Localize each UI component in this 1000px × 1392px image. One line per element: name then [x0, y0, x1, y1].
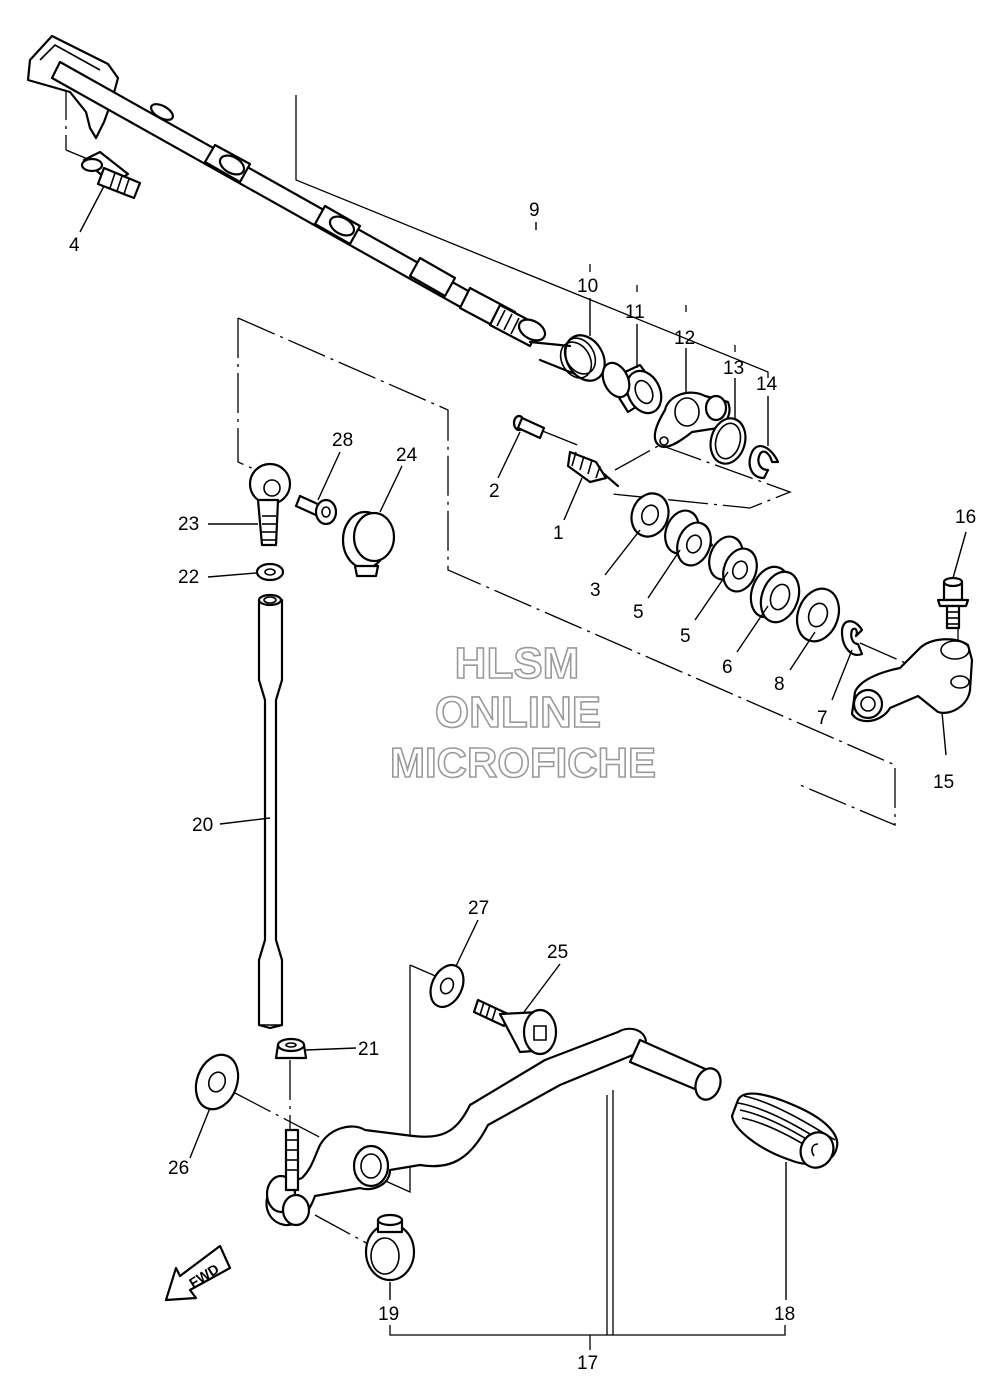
watermark-line-1: HLSM: [455, 639, 580, 688]
boot-24: [341, 510, 396, 578]
callout-20: 20: [192, 815, 213, 836]
callout-10: 10: [577, 276, 598, 297]
callout-24: 24: [396, 445, 418, 466]
callout-21: 21: [358, 1039, 379, 1060]
callout-14: 14: [756, 374, 778, 395]
watermark-line-2: ONLINE: [435, 688, 601, 737]
washer-3: [630, 492, 670, 538]
nut-22: [255, 562, 285, 582]
return-spring: [566, 450, 620, 488]
axis-lines: [65, 80, 959, 1246]
bolt-25: [472, 998, 558, 1056]
oil-seal: [749, 565, 801, 624]
arm-plate: [653, 391, 731, 448]
bolt-16: [936, 576, 970, 630]
bushing-5b: [708, 535, 758, 593]
callout-19: 19: [378, 1304, 399, 1325]
boot-19: [364, 1213, 416, 1282]
nut-21: [274, 1037, 308, 1060]
rubber-peg: [730, 1092, 839, 1169]
callout-25: 25: [547, 942, 568, 963]
callout-26: 26: [168, 1158, 189, 1179]
forward-arrow-icon: FWD: [164, 1244, 232, 1302]
callout-6: 6: [722, 657, 733, 678]
callout-numbers: 1 2 3 4 5 5 6 7 8 9 10 11 12 13 14 15 16…: [69, 200, 976, 1374]
callout-8: 8: [774, 674, 785, 695]
callout-13: 13: [723, 358, 744, 379]
washer-27: [429, 963, 465, 1009]
callout-5a: 5: [633, 602, 644, 623]
callout-5b: 5: [680, 626, 691, 647]
callout-28: 28: [332, 430, 353, 451]
callout-2: 2: [489, 481, 500, 502]
callout-16: 16: [955, 507, 976, 528]
circlip: [748, 445, 780, 480]
bushing-5a: [664, 509, 714, 567]
callout-7: 7: [817, 708, 828, 729]
callout-9: 9: [529, 200, 540, 221]
callout-17: 17: [577, 1353, 598, 1374]
callout-4: 4: [69, 235, 80, 256]
callout-22: 22: [178, 567, 199, 588]
shift-pedal: [265, 1027, 722, 1227]
washer-ring: [709, 417, 747, 465]
assembly-boundary-lines: [237, 95, 896, 1350]
callout-23: 23: [178, 514, 199, 535]
callout-3: 3: [590, 580, 601, 601]
rod-end: [248, 462, 292, 547]
shift-shaft: [26, 34, 547, 348]
callout-18: 18: [774, 1304, 795, 1325]
torsion-spring: [528, 334, 606, 382]
callout-27: 27: [468, 898, 489, 919]
callout-1: 1: [553, 523, 564, 544]
callout-15: 15: [933, 772, 954, 793]
collar: [601, 361, 663, 415]
watermark: HLSM ONLINE MICROFICHE: [389, 638, 657, 787]
stud-bolt: [80, 150, 142, 200]
small-bolt: [512, 414, 546, 440]
circlip-7: [840, 620, 864, 656]
callout-11: 11: [625, 302, 645, 323]
shift-arm: [850, 638, 974, 723]
leader-lines: [79, 185, 967, 1300]
callout-12: 12: [674, 328, 695, 349]
washer-26: [194, 1053, 240, 1111]
shift-rod: [257, 593, 284, 1030]
watermark-line-3: MICROFICHE: [390, 739, 656, 786]
bolt-28: [294, 494, 338, 526]
